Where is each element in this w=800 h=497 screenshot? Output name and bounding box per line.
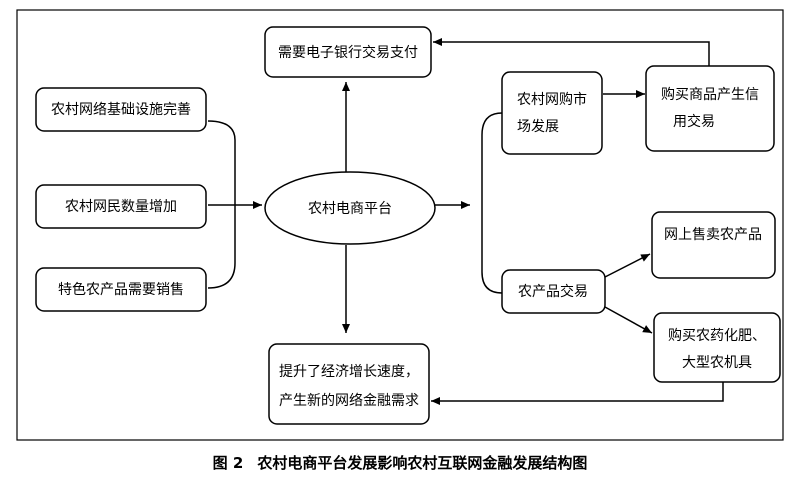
node-agri-trade: 农产品交易 — [501, 269, 606, 314]
node-specialty-text: 特色农产品需要销售 — [58, 281, 184, 298]
node-ebank-text: 需要电子银行交易支付 — [278, 44, 418, 61]
figure-caption: 图 2 农村电商平台发展影响农村互联网金融发展结构图 — [0, 452, 800, 473]
left-bracket — [207, 120, 236, 289]
node-shopping: 农村网购市 场发展 — [501, 71, 603, 155]
figure-number: 图 2 — [212, 454, 244, 472]
connectors — [207, 38, 724, 405]
node-infra-text: 农村网络基础设施完善 — [51, 101, 191, 118]
right-bracket — [481, 112, 503, 294]
arrow-to-sell-online — [604, 253, 651, 278]
node-credit-line2: 用交易 — [673, 113, 715, 130]
node-platform: 农村电商平台 — [264, 171, 436, 245]
node-growth: 提升了经济增长速度， 产生新的网络金融需求 — [268, 343, 430, 425]
node-platform-text: 农村电商平台 — [308, 201, 392, 217]
node-buy-inputs-line2: 大型农机具 — [682, 355, 752, 371]
node-growth-line1: 提升了经济增长速度， — [279, 364, 419, 380]
node-ebank: 需要电子银行交易支付 — [264, 26, 432, 78]
node-sell-online: 网上售卖农产品 — [651, 211, 776, 279]
node-agri-trade-text: 农产品交易 — [518, 283, 588, 300]
node-sell-online-text: 网上售卖农产品 — [664, 227, 762, 243]
arrow-inputs-to-growth — [431, 382, 724, 405]
node-credit-line1: 购买商品产生信 — [661, 87, 759, 103]
node-buy-inputs: 购买农药化肥、 大型农机具 — [653, 312, 781, 383]
node-credit: 购买商品产生信 用交易 — [645, 65, 775, 152]
node-infra: 农村网络基础设施完善 — [35, 87, 207, 132]
node-specialty: 特色农产品需要销售 — [35, 267, 207, 312]
node-shopping-line1: 农村网购市 — [517, 91, 587, 108]
node-netizens-text: 农村网民数量增加 — [65, 199, 177, 215]
node-netizens: 农村网民数量增加 — [35, 184, 207, 229]
diagram-frame — [16, 9, 784, 441]
figure-title: 农村电商平台发展影响农村互联网金融发展结构图 — [257, 454, 588, 472]
arrow-credit-to-ebank — [433, 38, 710, 66]
node-buy-inputs-line1: 购买农药化肥、 — [668, 328, 766, 344]
node-growth-line2: 产生新的网络金融需求 — [279, 393, 419, 409]
arrow-to-buy-inputs — [604, 306, 653, 334]
node-shopping-line2: 场发展 — [517, 119, 559, 135]
